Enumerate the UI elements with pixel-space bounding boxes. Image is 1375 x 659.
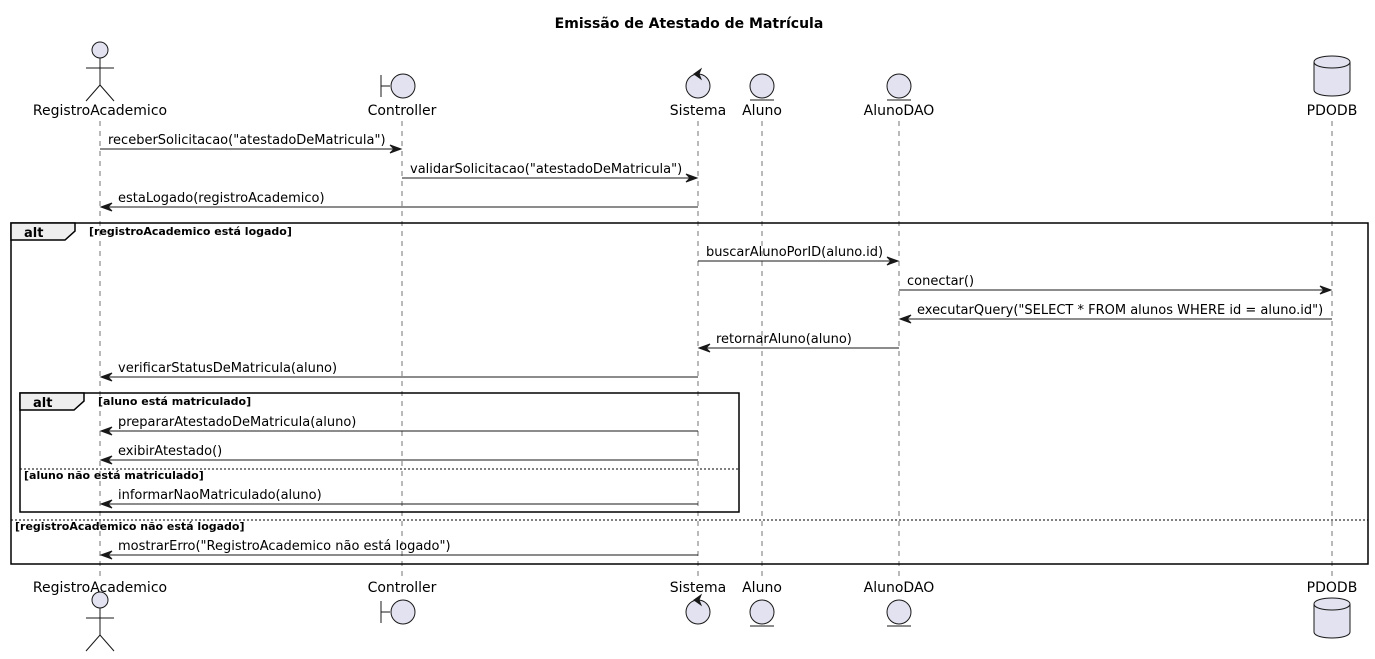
message-3: estaLogado(registroAcademico)	[99, 191, 698, 212]
participant-label-bottom-sistema: Sistema	[670, 580, 726, 596]
message-4: buscarAlunoPorID(aluno.id)	[698, 245, 900, 266]
message-label: buscarAlunoPorID(aluno.id)	[706, 245, 883, 260]
participant-alunodao-entity-icon	[886, 599, 912, 627]
participant-registro-actor-icon	[85, 591, 115, 652]
message-11: informarNaoMatriculado(aluno)	[99, 488, 698, 509]
alt-fragment-inner: alt [aluno está matriculado] [aluno não es…	[19, 392, 740, 513]
message-label: retornarAluno(aluno)	[716, 332, 852, 347]
message-label: mostrarErro("RegistroAcademico não está …	[118, 539, 451, 554]
participant-label-bottom-pdodb: PDODB	[1307, 580, 1358, 596]
participant-aluno-entity-icon	[749, 73, 775, 101]
alt-else-condition: [aluno não está matriculado]	[24, 469, 204, 482]
message-12: mostrarErro("RegistroAcademico não está …	[99, 539, 698, 560]
participant-alunodao-entity-icon	[886, 73, 912, 101]
message-5: conectar()	[899, 274, 1333, 295]
participant-aluno-entity-icon	[749, 599, 775, 627]
messages: receberSolicitacao("atestadoDeMatricula"…	[99, 133, 1333, 560]
message-label: executarQuery("SELECT * FROM alunos WHER…	[917, 303, 1323, 318]
message-8: verificarStatusDeMatricula(aluno)	[99, 361, 698, 382]
message-label: exibirAtestado()	[118, 444, 222, 459]
participant-label-bottom-alunodao: AlunoDAO	[864, 580, 935, 596]
message-9: prepararAtestadoDeMatricula(aluno)	[99, 415, 698, 436]
participant-label-registro: RegistroAcademico	[33, 103, 167, 119]
alt-keyword: alt	[33, 396, 52, 411]
participant-label-sistema: Sistema	[670, 103, 726, 119]
participant-pdodb-database-icon	[1313, 597, 1351, 639]
participant-label-aluno: Aluno	[742, 103, 782, 119]
message-1: receberSolicitacao("atestadoDeMatricula"…	[100, 133, 403, 154]
participant-label-bottom-controller: Controller	[368, 580, 437, 596]
lifelines	[99, 121, 1333, 579]
fragments: alt [registroAcademico está logado] [regis…	[10, 222, 1369, 565]
participant-label-alunodao: AlunoDAO	[864, 103, 935, 119]
alt-condition: [aluno está matriculado]	[98, 395, 251, 408]
message-2: validarSolicitacao("atestadoDeMatricula"…	[402, 162, 699, 183]
participant-pdodb-database-icon	[1313, 55, 1351, 97]
participant-label-pdodb: PDODB	[1307, 103, 1358, 119]
message-10: exibirAtestado()	[99, 444, 698, 465]
message-label: verificarStatusDeMatricula(aluno)	[118, 361, 337, 376]
message-label: conectar()	[907, 274, 974, 289]
participants: RegistroAcademicoRegistroAcademicoContro…	[33, 41, 1358, 652]
message-label: receberSolicitacao("atestadoDeMatricula"…	[108, 133, 386, 148]
alt-keyword: alt	[24, 226, 43, 241]
message-label: validarSolicitacao("atestadoDeMatricula"…	[410, 162, 682, 177]
message-label: estaLogado(registroAcademico)	[118, 191, 325, 206]
message-6: executarQuery("SELECT * FROM alunos WHER…	[898, 303, 1332, 324]
message-7: retornarAluno(aluno)	[697, 332, 899, 353]
participant-registro-actor-icon	[85, 41, 115, 102]
alt-fragment-outer: alt [registroAcademico está logado] [regis…	[10, 222, 1369, 565]
participant-controller-boundary-icon	[380, 73, 416, 99]
participant-sistema-control-icon	[685, 67, 711, 99]
participant-controller-boundary-icon	[380, 599, 416, 625]
participant-label-bottom-registro: RegistroAcademico	[33, 580, 167, 596]
alt-condition: [registroAcademico está logado]	[89, 225, 292, 238]
diagram-title: Emissão de Atestado de Matrícula	[555, 16, 824, 32]
message-label: prepararAtestadoDeMatricula(aluno)	[118, 415, 356, 430]
participant-sistema-control-icon	[685, 593, 711, 625]
participant-label-controller: Controller	[368, 103, 437, 119]
message-label: informarNaoMatriculado(aluno)	[118, 488, 322, 503]
alt-else-condition: [registroAcademico não está logado]	[15, 520, 245, 533]
participant-label-bottom-aluno: Aluno	[742, 580, 782, 596]
